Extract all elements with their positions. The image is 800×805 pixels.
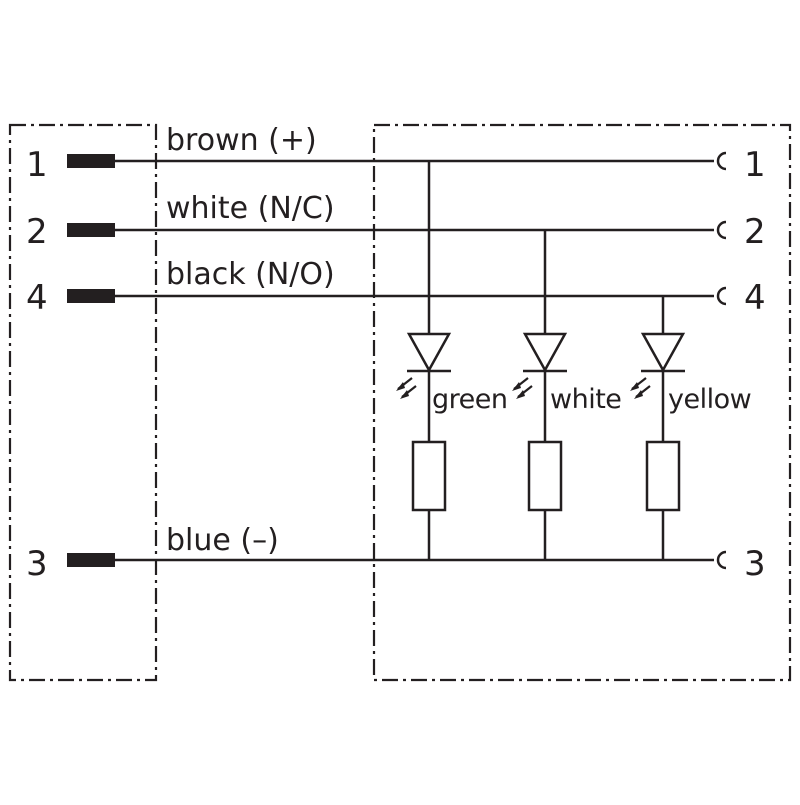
light-emission-icon: [630, 377, 651, 399]
led-branch-white: white: [512, 230, 622, 560]
socket-contact-3: [716, 550, 727, 570]
light-emission-icon: [512, 377, 533, 399]
resistor-yellow: [645, 440, 681, 512]
wire-label-blue: blue (–): [166, 523, 279, 558]
plug-pin-2-label: 2: [26, 212, 48, 252]
resistor-green: [411, 440, 447, 512]
plug-pin-3-label: 3: [26, 544, 48, 584]
led-label-green: green: [432, 384, 507, 415]
plug-pin-3: [67, 553, 115, 567]
led-label-yellow: yellow: [668, 384, 751, 415]
resistor-white: [527, 440, 563, 512]
led-branch-green: green: [396, 161, 508, 560]
socket-pin-3-label: 3: [744, 544, 766, 584]
plug-pin-1: [67, 154, 115, 168]
socket-contact-1: [716, 151, 727, 171]
socket-housing-outline: [372, 123, 792, 682]
led-diode-white: [522, 332, 568, 373]
led-label-white: white: [550, 384, 621, 415]
led-branch-yellow: yellow: [630, 296, 752, 560]
socket-contact-4: [716, 286, 727, 306]
led-diode-yellow: [640, 332, 686, 373]
plug-pin-4-label: 4: [26, 278, 48, 318]
light-emission-icon: [396, 377, 417, 399]
plug-pin-2: [67, 223, 115, 237]
wire-label-brown: brown (+): [166, 123, 317, 158]
socket-pin-2-label: 2: [744, 212, 766, 252]
led-diode-green: [406, 332, 452, 373]
plug-pin-4: [67, 289, 115, 303]
wire-label-white: white (N/C): [166, 191, 335, 226]
plug-housing-outline: [8, 123, 158, 682]
wire-label-black: black (N/O): [166, 257, 335, 292]
socket-pin-1-label: 1: [744, 145, 766, 185]
socket-contact-2: [716, 220, 727, 240]
socket-pin-4-label: 4: [744, 278, 766, 318]
plug-pin-1-label: 1: [26, 145, 48, 185]
